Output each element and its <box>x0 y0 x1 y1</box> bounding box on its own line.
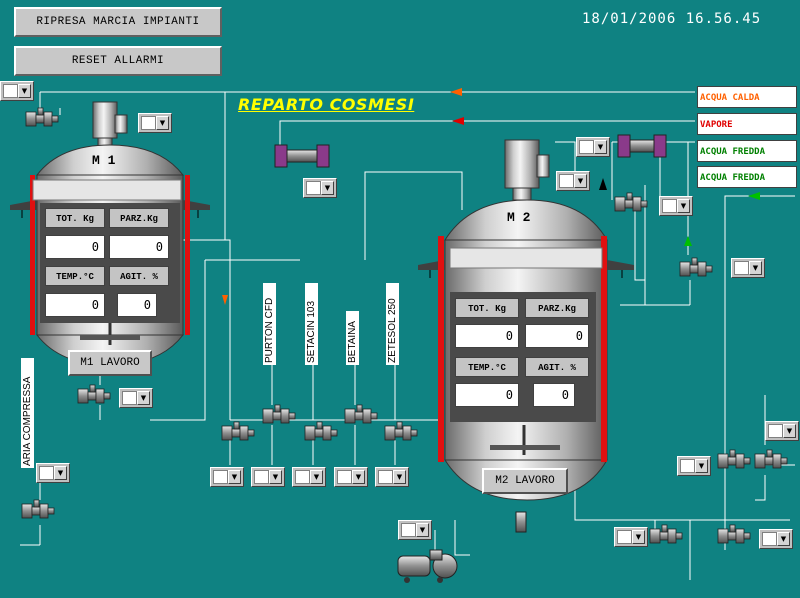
reset-allarmi-button[interactable]: RESET ALLARMI <box>14 46 222 76</box>
ripresa-marcia-button[interactable]: RIPRESA MARCIA IMPIANTI <box>14 7 222 37</box>
valve-selector[interactable]: ▼ <box>138 113 172 133</box>
m1-agit-label: AGIT. % <box>109 266 169 286</box>
m2-agit-value[interactable]: 0 <box>533 383 575 407</box>
legend-acqua-fredda-1: ACQUA FREDDA <box>697 140 797 162</box>
valve-selector[interactable]: ▼ <box>210 467 244 487</box>
m1-temp-label: TEMP.°C <box>45 266 105 286</box>
m2-temp-label: TEMP.°C <box>455 357 519 377</box>
m1-status-button[interactable]: M1 LAVORO <box>68 350 152 376</box>
m1-tot-label: TOT. Kg <box>45 208 105 228</box>
m1-tot-value: 0 <box>45 235 105 259</box>
label-zetesol-250: ZETESOL 250 <box>386 283 399 365</box>
valve-selector[interactable]: ▼ <box>765 421 799 441</box>
steam-actuator-2 <box>617 134 667 158</box>
m2-parz-value: 0 <box>525 324 589 348</box>
legend-acqua-calda: ACQUA CALDA <box>697 86 797 108</box>
m1-parz-label: PARZ.Kg <box>109 208 169 228</box>
m1-name: M 1 <box>92 153 116 168</box>
valve-selector[interactable]: ▼ <box>731 258 765 278</box>
label-purton-cfd: PURTON CFD <box>263 283 276 365</box>
valve-selector[interactable]: ▼ <box>251 467 285 487</box>
m1-agit-value[interactable]: 0 <box>117 293 157 317</box>
pump <box>397 549 458 583</box>
m2-agit-label: AGIT. % <box>525 357 589 377</box>
valve-selector[interactable]: ▼ <box>659 196 693 216</box>
datetime-display: 18/01/2006 16.56.45 <box>582 11 762 27</box>
m2-status-button[interactable]: M2 LAVORO <box>482 468 568 494</box>
valve-selector[interactable]: ▼ <box>375 467 409 487</box>
flow-arrows <box>222 88 760 305</box>
valve-selector[interactable]: ▼ <box>677 456 711 476</box>
valve-selector[interactable]: ▼ <box>36 463 70 483</box>
legend-acqua-fredda-2: ACQUA FREDDA <box>697 166 797 188</box>
legend-vapore: VAPORE <box>697 113 797 135</box>
valve-selector[interactable]: ▼ <box>0 81 34 101</box>
label-betaina: BETAINA <box>346 311 359 365</box>
m2-name: M 2 <box>507 210 531 225</box>
label-setacin-103: SETACIN 103 <box>305 283 318 365</box>
valve-selector[interactable]: ▼ <box>614 527 648 547</box>
m2-temp-value: 0 <box>455 383 519 407</box>
m2-tot-value: 0 <box>455 324 519 348</box>
steam-actuator-1 <box>274 144 330 168</box>
page-title: REPARTO COSMESI <box>238 95 415 114</box>
valve-selector[interactable]: ▼ <box>556 171 590 191</box>
valve-selector[interactable]: ▼ <box>334 467 368 487</box>
valve-selector[interactable]: ▼ <box>303 178 337 198</box>
m1-parz-value: 0 <box>109 235 169 259</box>
valve-selector[interactable]: ▼ <box>759 529 793 549</box>
m2-parz-label: PARZ.Kg <box>525 298 589 318</box>
valve-selector[interactable]: ▼ <box>119 388 153 408</box>
m2-tot-label: TOT. Kg <box>455 298 519 318</box>
label-aria-compressa: ARIA COMPRESSA <box>21 358 34 468</box>
m1-temp-value: 0 <box>45 293 105 317</box>
valve-selector[interactable]: ▼ <box>398 520 432 540</box>
valve-selector[interactable]: ▼ <box>576 137 610 157</box>
valve-selector[interactable]: ▼ <box>292 467 326 487</box>
